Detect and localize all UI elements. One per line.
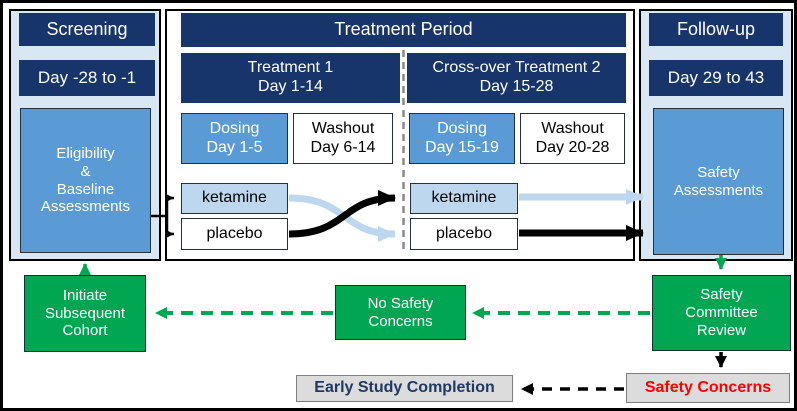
no-safety-concerns-box: No Safety Concerns [335,285,466,340]
early-completion-box: Early Study Completion [296,375,513,402]
treatment1-header: Treatment 1 Day 1-14 [181,53,400,103]
followup-title: Follow-up [649,13,783,46]
initiate-cohort-box: Initiate Subsequent Cohort [24,275,146,352]
ketamine1-box: ketamine [181,183,288,214]
treatment-period-title: Treatment Period [181,13,626,47]
dosing2-box: Dosing Day 15-19 [409,113,515,164]
washout1-box: Washout Day 6-14 [293,113,393,164]
placebo1-box: placebo [181,218,288,250]
safety-assessments-box: Safety Assessments [653,108,784,255]
screening-day-range: Day -28 to -1 [19,60,155,96]
safety-committee-box: Safety Committee Review [652,275,791,351]
eligibility-baseline-box: Eligibility & Baseline Assessments [20,108,151,253]
placebo2-box: placebo [410,218,518,250]
followup-day-range: Day 29 to 43 [649,60,783,96]
treatment2-header: Cross-over Treatment 2 Day 15-28 [407,53,626,103]
ketamine2-box: ketamine [410,183,518,214]
screening-title: Screening [19,13,155,46]
safety-concerns-box: Safety Concerns [626,373,790,403]
washout2-box: Washout Day 20-28 [520,113,625,164]
dosing1-box: Dosing Day 1-5 [181,113,288,164]
